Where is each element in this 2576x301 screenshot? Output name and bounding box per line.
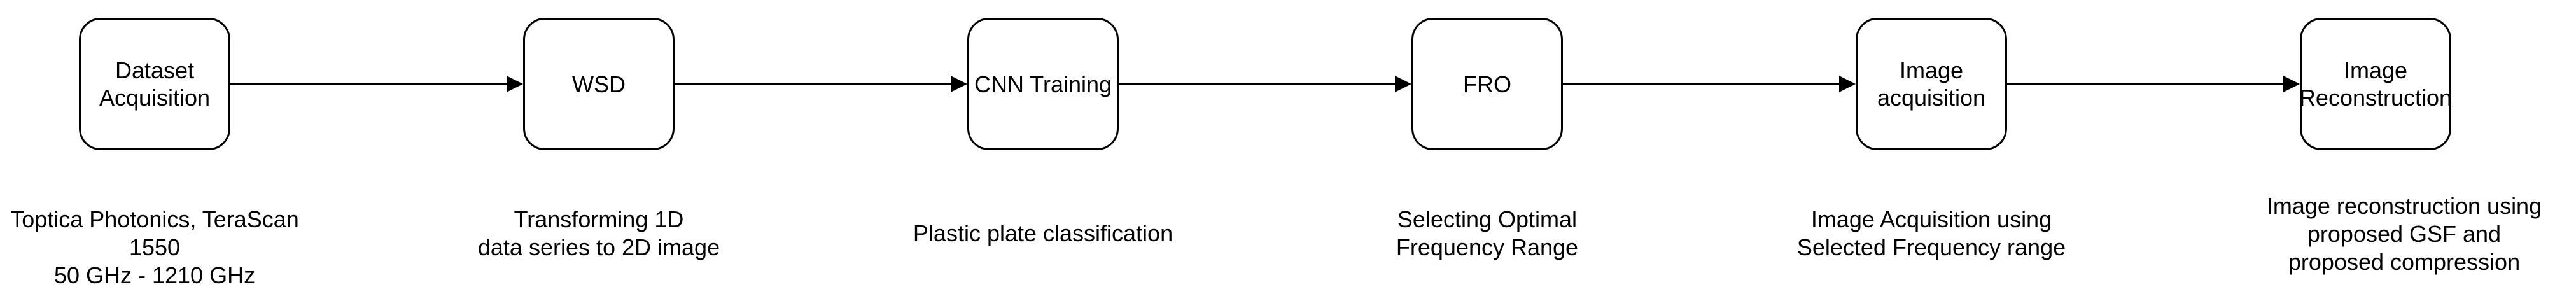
step-fro: FRO (1411, 18, 1563, 150)
arrow-1-2 (230, 76, 523, 92)
step-image-reconstruction: Image Reconstruction (2299, 18, 2453, 150)
step-dataset-acquisition: Dataset Acquisition (79, 18, 230, 150)
arrow-4-5 (1563, 76, 1856, 92)
step-cnn-training: CNN Training (967, 18, 1119, 150)
caption-image-reconstruction: Image reconstruction using proposed GSF … (2266, 193, 2542, 275)
step-label: FRO (1463, 71, 1511, 97)
arrow-3-4 (1119, 76, 1411, 92)
caption-wsd: Transforming 1D data series to 2D image (477, 206, 720, 260)
step-wsd: WSD (523, 18, 675, 150)
caption-fro: Selecting Optimal Frequency Range (1396, 206, 1579, 260)
step-label: Image Reconstruction (2299, 57, 2453, 111)
step-label: Dataset Acquisition (99, 57, 211, 111)
step-label: WSD (572, 71, 626, 97)
step-image-acquisition: Image acquisition (1856, 18, 2007, 150)
step-label: Image acquisition (1877, 57, 1986, 111)
arrow-2-3 (675, 76, 967, 92)
caption-dataset-acquisition: Toptica Photonics, TeraScan 1550 50 GHz … (10, 206, 299, 288)
caption-image-acquisition: Image Acquisition using Selected Frequen… (1796, 206, 2066, 260)
caption-cnn-training: Plastic plate classification (913, 220, 1173, 246)
step-label: CNN Training (974, 71, 1112, 97)
arrow-5-6 (2007, 76, 2300, 92)
